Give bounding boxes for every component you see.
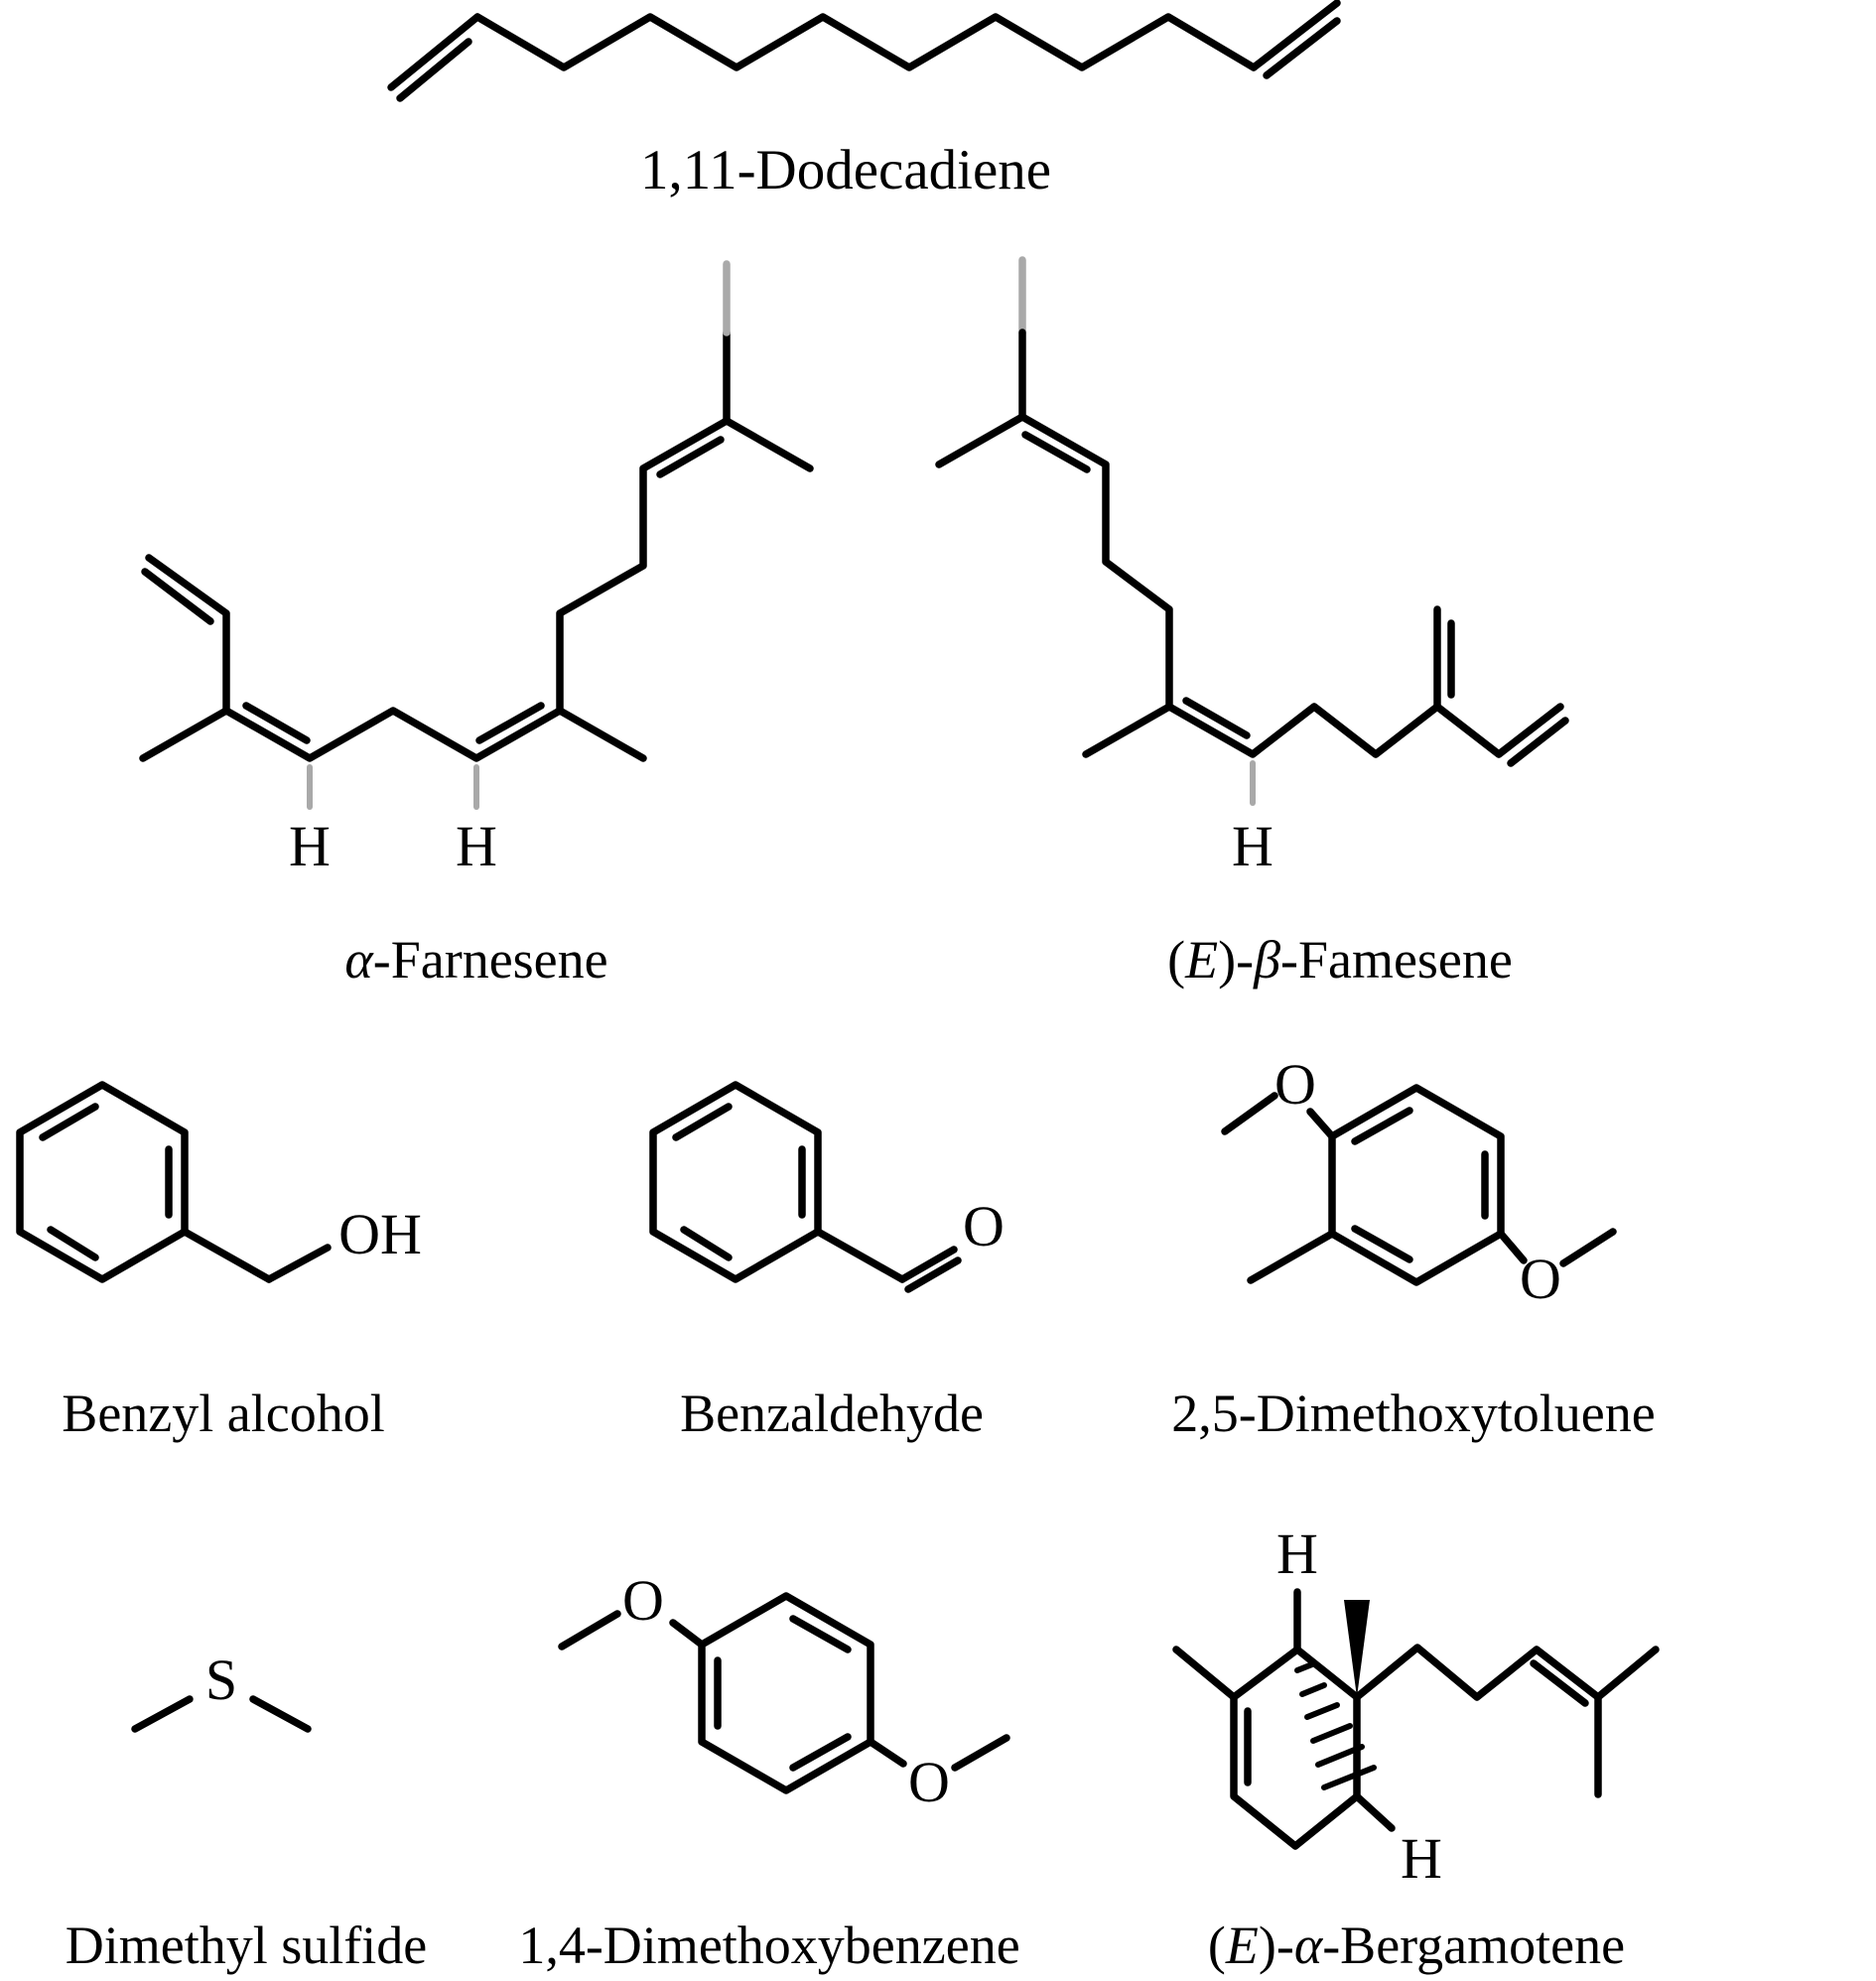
o-atom-label: O — [1520, 1247, 1561, 1311]
molecule-label: 2,5-Dimethoxytoluene — [1171, 1384, 1655, 1443]
molecule-dimethoxybenzene: O O 1,4-Dimethoxybenzene — [518, 1568, 1019, 1975]
molecule-dimethoxytoluene: O O 2,5-Dimethoxytoluene — [1171, 1052, 1655, 1443]
molecule-dodecadiene: 1,11-Dodecadiene — [387, 0, 1341, 201]
o-atom-label: O — [622, 1568, 664, 1633]
h-atom-label: H — [1276, 1521, 1318, 1586]
oh-atom-label: OH — [338, 1202, 422, 1266]
o-atom-label: O — [963, 1194, 1005, 1258]
molecule-alpha-farnesene: H H α-Farnesene — [139, 260, 814, 990]
molecule-label: α-Farnesene — [344, 930, 607, 990]
h-atom-label: H — [456, 814, 497, 878]
molecule-label: Benzaldehyde — [680, 1384, 984, 1443]
molecule-label: 1,4-Dimethoxybenzene — [518, 1915, 1019, 1975]
h-atom-label: H — [289, 814, 331, 878]
h-atom-label: H — [1401, 1826, 1442, 1891]
molecule-bergamotene: H H (E)-α-Bergamotene — [1172, 1521, 1660, 1975]
molecule-benzyl-alcohol: OH Benzyl alcohol — [16, 1081, 422, 1443]
s-atom-label: S — [205, 1648, 237, 1712]
molecule-beta-farnesene: H (E)-β-Famesene — [935, 256, 1569, 990]
molecule-label: (E)-α-Bergamotene — [1208, 1915, 1625, 1975]
molecule-label: (E)-β-Famesene — [1167, 930, 1513, 990]
molecule-label: 1,11-Dodecadiene — [640, 139, 1051, 201]
o-atom-label: O — [908, 1750, 950, 1814]
h-atom-label: H — [1232, 814, 1273, 878]
o-atom-label: O — [1274, 1052, 1316, 1117]
molecule-dimethyl-sulfide: S Dimethyl sulfide — [66, 1648, 427, 1975]
molecule-label: Benzyl alcohol — [62, 1384, 384, 1443]
molecule-benzaldehyde: O Benzaldehyde — [649, 1081, 1005, 1443]
molecule-label: Dimethyl sulfide — [66, 1915, 427, 1975]
